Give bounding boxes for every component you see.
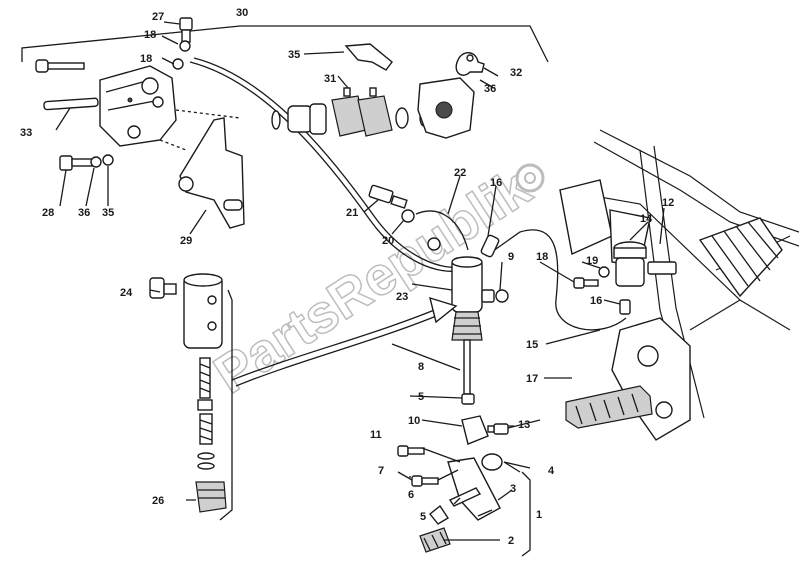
motorcycle-frame: [559, 129, 799, 441]
label-30: 30: [236, 7, 248, 19]
label-9: 9: [508, 251, 514, 263]
label-21: 21: [346, 207, 358, 219]
clevis-10: [461, 415, 489, 445]
label-20b: 18: [140, 53, 152, 65]
brake-hose-30: [189, 61, 463, 272]
washer-20d: [427, 237, 441, 251]
bolt-13: [487, 423, 509, 435]
rear-master-cylinder-23: [451, 256, 495, 341]
bolt-7: [411, 475, 439, 487]
bushing-4: [481, 453, 503, 471]
nut-5b: [429, 504, 449, 525]
label-35: 35: [102, 207, 114, 219]
bracket-slot: [223, 199, 243, 211]
pad-pin-34: [466, 54, 474, 62]
label-33-top: 35: [288, 49, 300, 61]
brake-light-switch-21: [368, 184, 408, 209]
master-cylinder-body: [183, 273, 223, 349]
label-23: 23: [396, 291, 408, 303]
leader-lines: [55, 21, 665, 541]
label-2: 2: [508, 535, 514, 547]
label-20c: 20: [382, 235, 394, 247]
label-27: 27: [152, 11, 164, 23]
label-26: 26: [152, 495, 164, 507]
washer-20c: [401, 209, 415, 223]
label-32: 32: [510, 67, 522, 79]
pushrod-8: [463, 339, 471, 395]
label-17: 17: [526, 373, 538, 385]
label-12: 12: [662, 197, 674, 209]
label-28: 28: [42, 207, 54, 219]
caliper-bolt: [35, 59, 85, 73]
sealing-washer-20b: [172, 58, 184, 70]
piston-kit: [197, 357, 215, 470]
label-14: 14: [640, 213, 653, 225]
caliper-bracket-29: [179, 117, 245, 229]
label-15: 15: [526, 339, 538, 351]
reservoir-hose-15: [485, 229, 627, 331]
gear-icon: [515, 163, 545, 193]
arrowhead: [429, 296, 458, 324]
group-bracket-left: [219, 289, 233, 521]
label-16-right: 16: [590, 295, 602, 307]
label-18: 18: [536, 251, 548, 263]
label-36: 36: [78, 207, 90, 219]
group-bracket-1: [521, 471, 531, 557]
caliper-bore: [435, 101, 453, 119]
assembly-arrow: [235, 311, 447, 387]
bolt-28: [59, 155, 93, 171]
brake-pads-31: [331, 87, 393, 137]
bleeder-screw-27: [179, 17, 193, 43]
linkage-leaders: [421, 419, 541, 481]
label-29: 29: [180, 235, 192, 247]
label-8: 8: [418, 361, 424, 373]
hose-clamp-16: [480, 234, 500, 258]
label-16-top: 16: [490, 177, 502, 189]
nut-5: [461, 393, 475, 405]
fluid-reservoir-14: [613, 241, 677, 287]
assembly-arrow-edge: [231, 305, 445, 381]
banjo-fitting-22: [415, 210, 469, 251]
screw-11: [397, 445, 425, 457]
brake-caliper: [99, 65, 177, 147]
washer-36: [90, 156, 102, 168]
label-33-left: 33: [20, 127, 32, 139]
label-20a: 18: [144, 29, 156, 41]
washer-19: [598, 266, 610, 278]
boot-ribs: [198, 489, 225, 499]
hose-clamp-16b: [619, 299, 631, 315]
dust-boot-26: [195, 481, 227, 513]
nut-9: [495, 289, 509, 303]
washer-35: [102, 154, 114, 166]
brake-hose-30-edge: [193, 57, 465, 268]
label-13: 13: [518, 419, 530, 431]
assembly-guide-lines: [159, 109, 241, 151]
label-31: 31: [324, 73, 336, 85]
label-5-top: 5: [418, 391, 424, 403]
label-4: 4: [548, 465, 555, 477]
label-10: 10: [408, 415, 420, 427]
caliper-pin-33: [43, 97, 99, 111]
bracket-hole: [178, 176, 194, 192]
sealing-washer-20a: [179, 40, 191, 52]
label-5-bottom: 5: [420, 511, 426, 523]
label-7: 7: [378, 465, 384, 477]
fitting-24: [149, 277, 177, 299]
pad-pin-clip-32: [455, 52, 485, 76]
screw-18: [573, 277, 599, 289]
label-19: 19: [586, 255, 598, 267]
label-3: 3: [510, 483, 516, 495]
label-11: 11: [370, 429, 382, 441]
label-1: 1: [536, 509, 542, 521]
group-bracket-30: [21, 25, 549, 63]
label-6: 6: [408, 489, 414, 501]
label-24: 24: [120, 287, 133, 299]
label-34: 36: [484, 83, 496, 95]
label-22: 22: [454, 167, 466, 179]
spring-6: [448, 487, 482, 507]
pad-spring-33: [344, 43, 393, 71]
part-labels: 30 27 18 18 35 31 32 36 33 28 36 35 29 2…: [20, 7, 674, 547]
